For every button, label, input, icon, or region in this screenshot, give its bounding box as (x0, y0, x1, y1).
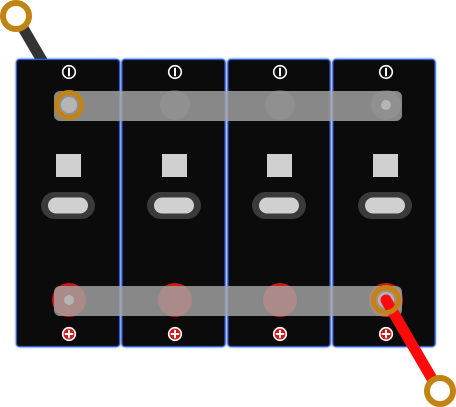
vent-square (373, 154, 398, 177)
slot-inner (259, 197, 299, 214)
positive-output-lead (380, 294, 444, 395)
negative-marker-stroke (68, 67, 70, 77)
positive-bus-bar (54, 286, 402, 316)
vent-square (267, 154, 292, 177)
bolt-head (61, 97, 77, 113)
negative-marker-stroke (279, 67, 281, 77)
vent-square (56, 154, 81, 177)
negative-marker-stroke (385, 67, 387, 77)
positive-marker-v (279, 329, 281, 339)
vent-square (162, 154, 187, 177)
positive-marker-v (174, 329, 176, 339)
positive-marker-v (385, 329, 387, 339)
bolt-head (381, 100, 391, 110)
negative-lead-end-ring-terminal (0, 0, 32, 32)
cell-2 (121, 58, 226, 348)
positive-marker-v (68, 329, 70, 339)
bolt-head (64, 295, 74, 305)
positive-lead-ring-terminal (371, 285, 401, 315)
positive-lead-end-ring-terminal (424, 375, 456, 407)
negative-bus-bar (54, 91, 402, 121)
negative-lead-ring-terminal (54, 90, 84, 120)
slot-inner (154, 197, 194, 214)
positive-lead-wire (380, 294, 444, 395)
slot-inner (48, 197, 88, 214)
negative-marker-stroke (174, 67, 176, 77)
slot-inner (365, 197, 405, 214)
